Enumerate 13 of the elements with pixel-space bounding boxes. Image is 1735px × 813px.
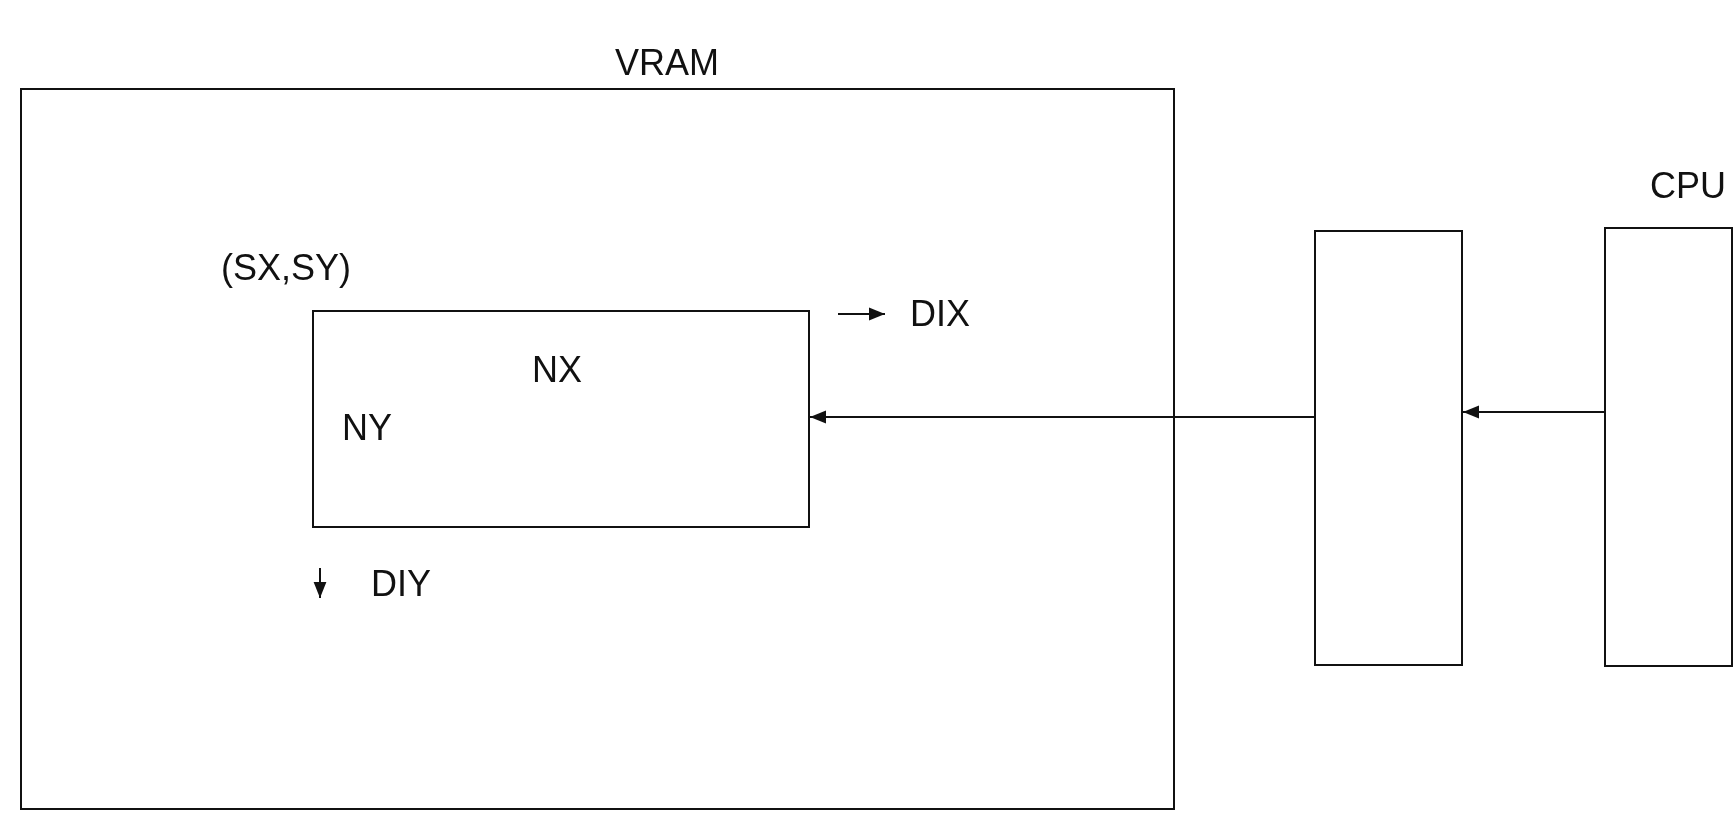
annotation-label: (SX,SY) — [221, 250, 352, 286]
box-heading: CPU — [1650, 168, 1726, 204]
chip-box — [1604, 227, 1733, 667]
annotation-label: DIX — [910, 296, 970, 332]
memory-box — [20, 88, 1175, 810]
box-label: NX — [532, 352, 582, 388]
arrow — [809, 410, 1315, 424]
annotation-label: DIY — [371, 566, 431, 602]
chip-box — [1314, 230, 1463, 666]
box-heading: VRAM — [615, 45, 719, 81]
box-label: NY — [342, 410, 392, 446]
block-rectangle — [312, 310, 810, 528]
arrow — [1462, 405, 1605, 419]
